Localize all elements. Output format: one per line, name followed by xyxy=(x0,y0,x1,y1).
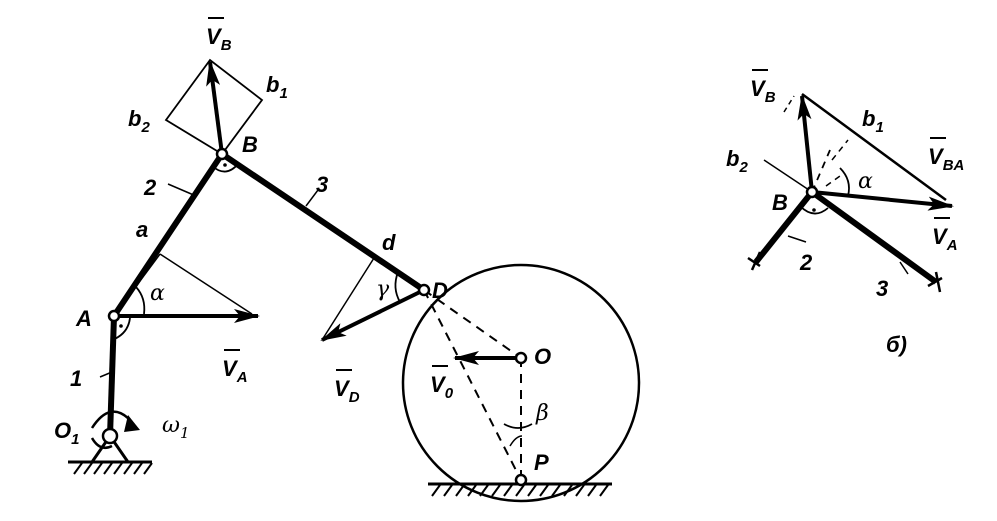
label-vd: VD xyxy=(334,376,360,406)
label-va-right: VA xyxy=(932,224,958,254)
omega-arrow-icon xyxy=(124,415,140,432)
label-b1-right: b1 xyxy=(862,106,884,136)
label-gamma: γ xyxy=(376,277,390,302)
label-a-point: A xyxy=(75,306,92,331)
label-alpha: α xyxy=(150,281,165,306)
vb-construction-square xyxy=(164,58,264,156)
guide-line-d xyxy=(373,257,425,291)
caption-b: б) xyxy=(886,332,907,357)
angle-alpha-arc xyxy=(135,286,146,315)
right-link-3 xyxy=(810,189,938,285)
angle-beta-arc xyxy=(503,423,533,429)
right-link-2 xyxy=(753,190,815,264)
left-figure: O1 ω1 1 A α VA a 2 B VB b1 b2 3 d γ D VD… xyxy=(54,17,641,503)
wheel xyxy=(401,263,641,503)
right-angle-alpha-arc xyxy=(839,167,850,197)
label-vb: VB xyxy=(206,24,232,54)
right-b2-line xyxy=(763,159,813,193)
label-omega1: ω1 xyxy=(162,413,190,442)
label-o1: O1 xyxy=(54,418,79,448)
label-b1: b1 xyxy=(266,72,288,102)
guide-line-a xyxy=(113,253,161,317)
label-vba-right: VBA xyxy=(928,144,964,174)
label-vb-right: VB xyxy=(750,76,776,106)
right-angle-arc-a xyxy=(111,317,131,341)
label-b-point: B xyxy=(242,132,258,157)
omega-arc xyxy=(90,410,131,429)
vector-vd xyxy=(320,288,425,342)
label-v0: V0 xyxy=(430,372,454,402)
vector-vba-right xyxy=(801,92,947,202)
label-segment-d: d xyxy=(382,230,396,255)
vector-va-right xyxy=(811,190,954,211)
angle-gamma-arc xyxy=(394,271,401,303)
label-link-3: 3 xyxy=(316,172,328,197)
label-p-point: P xyxy=(534,450,549,475)
joints xyxy=(101,147,528,487)
dashed-construction xyxy=(423,289,522,481)
vector-vb xyxy=(206,60,224,155)
label-segment-a: a xyxy=(136,217,148,242)
label-link-1: 1 xyxy=(70,366,82,391)
label-b2-right: b2 xyxy=(726,146,748,176)
label-o-point: O xyxy=(534,344,551,369)
link-1 xyxy=(107,315,117,437)
label-link-2: 2 xyxy=(143,175,157,200)
right-angle-arc-b xyxy=(211,163,239,173)
right-angle-arc-b xyxy=(799,205,829,215)
link-3 xyxy=(220,151,426,293)
label-b2: b2 xyxy=(128,106,150,136)
label-va: VA xyxy=(222,356,248,386)
label-beta: β xyxy=(535,401,549,426)
label-link-3-right: 3 xyxy=(876,276,888,301)
label-alpha-right: α xyxy=(858,169,873,194)
label-d-point: D xyxy=(432,278,448,303)
label-b-point-right: B xyxy=(772,190,788,215)
vector-vb-right xyxy=(797,94,814,193)
label-link-2-right: 2 xyxy=(799,250,813,275)
right-figure: VB b1 b2 VBA α B VA 2 3 б) xyxy=(726,69,964,357)
link-2 xyxy=(111,152,225,318)
